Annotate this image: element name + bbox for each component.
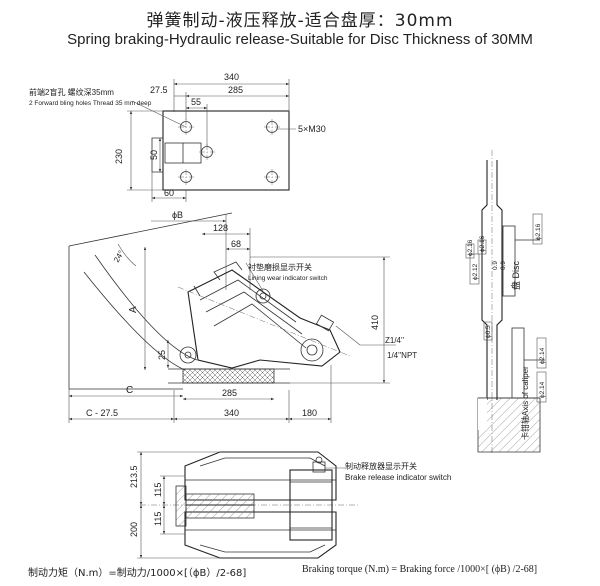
disc-shaft-left [481,160,488,400]
bottom-view: 制动释放器显示开关 Brake release indicator switch… [129,451,451,559]
title-chinese: 弹簧制动-液压释放-适合盘厚：30mm [146,11,454,31]
ground-hatch [477,397,541,453]
tol-8: ϕ2.14 [539,347,546,364]
disc-edge-upper [68,212,233,247]
dim-180: 180 [302,408,317,418]
dim-50: 50 [149,150,159,160]
blind-holes-note-cn: 前端2盲孔 螺纹深35mm [29,87,114,97]
dim-285-side: 285 [222,388,237,398]
dim-410: 410 [370,315,380,330]
mounting-plate-outline [162,110,290,191]
top-view: 340 285 27.5 55 前端2盲孔 螺纹深35mm 2 Forward … [29,72,326,202]
torque-formula-en: Braking torque (N.m) = Braking force /10… [302,564,538,575]
side-view: ϕB 128 68 24° A 25 [68,210,417,423]
tol-5: 0.9 [492,261,499,270]
tol-1: ϕ2.16 [535,223,542,240]
housing-lower [184,511,337,559]
dim-230: 230 [114,149,124,164]
lining-switch-cn: 衬垫磨损显示开关 [248,262,312,272]
hydraulic-cylinder [289,469,333,541]
thread-label: 5×M30 [298,124,326,134]
disc-label: 盘 Disc [510,261,521,290]
tol-9: ϕ2.14 [539,381,546,398]
tol-6: 0.9 [500,261,507,270]
lining-switch-en: Lining wear indicator switch [248,275,328,282]
disc-arc [83,271,186,371]
torque-formula-cn: 制动力矩（N.m）=制动力/1000×[（ϕB）/2-68] [28,568,247,579]
dim-phi-b: ϕB [172,210,183,220]
disc-shaft-right [496,160,503,400]
caliper-body [177,261,351,369]
dim-60: 60 [164,188,174,198]
tol-2: ϕ2.12 [472,263,479,280]
dim-128: 128 [213,223,228,233]
dim-340-side: 340 [224,408,239,418]
dim-115-lower: 115 [153,512,163,526]
dim-285-top: 285 [228,85,243,95]
dim-213-5: 213.5 [129,465,139,488]
dim-c-minus-27-5: C - 27.5 [86,408,118,418]
dim-200: 200 [129,522,139,537]
label-a: A [128,306,139,313]
tol-3: ϕ2.16 [479,235,486,252]
brake-pad [175,485,187,527]
dim-27-5: 27.5 [150,85,168,95]
blind-holes-note-en: 2 Forward bling holes Thread 35 mm deep [29,100,152,107]
housing-upper [184,451,337,501]
label-c: C [126,385,133,396]
port-z14: Z1/4'' [385,336,405,345]
bolt-holes [178,119,280,185]
dim-68: 68 [231,239,241,249]
title-english: Spring braking-Hydraulic release-Suitabl… [67,31,533,48]
disc-axis-view: ϕ2.16 ϕ2.12 ϕ2.16 ϕ2.16 0.9 0.9 ϕ0.5 ϕ2.… [465,150,547,455]
port-npt: 1/4''NPT [387,351,417,360]
dim-340-top: 340 [224,72,239,82]
release-switch-cn: 制动释放器显示开关 [345,461,417,471]
dim-115-upper: 115 [153,483,163,497]
dim-25: 25 [157,350,167,360]
angle-24: 24° [112,249,126,264]
friction-pad-block [182,368,275,384]
tol-7: ϕ0.5 [485,325,492,338]
tol-4: ϕ2.16 [467,239,474,256]
lining-switch-icon [255,288,271,304]
tolerance-labels: ϕ2.16 ϕ2.12 ϕ2.16 ϕ2.16 0.9 0.9 ϕ0.5 ϕ2.… [465,213,547,403]
release-switch-en: Brake release indicator switch [345,473,451,482]
dim-55: 55 [191,97,201,107]
axis-of-caliper-label: 卡钳轴Axis of caliper [520,366,530,440]
